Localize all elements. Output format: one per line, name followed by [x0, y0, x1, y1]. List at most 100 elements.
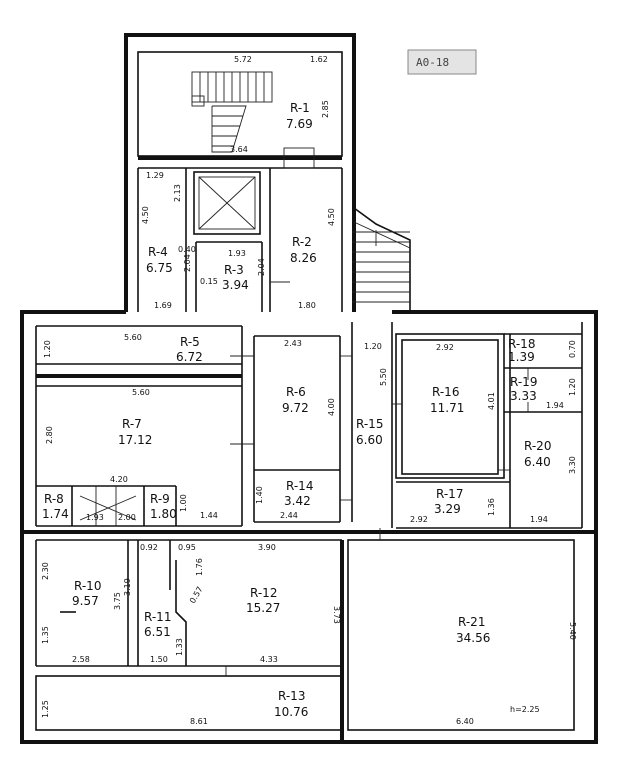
- dimension-label: 2.85: [321, 100, 330, 118]
- dimension-label: 0.15: [200, 277, 218, 286]
- upper-wing-walls: [137, 51, 343, 312]
- dimension-label: 1.20: [364, 342, 382, 351]
- room-r3-area: 3.94: [222, 278, 249, 292]
- dimension-label: 2.92: [436, 343, 454, 352]
- door-openings: [79, 230, 529, 676]
- dimension-label: 1.40: [255, 486, 264, 504]
- dimension-label: 4.33: [260, 655, 278, 664]
- dimension-label: 4.50: [327, 208, 336, 226]
- room-r7-id: R-7: [122, 417, 142, 431]
- dimension-label: 1.62: [310, 55, 328, 64]
- room-r11-id: R-11: [144, 610, 171, 624]
- room-r1-id: R-1: [290, 101, 310, 115]
- room-r6-area: 9.72: [282, 401, 309, 415]
- room-r20-id: R-20: [524, 439, 551, 453]
- room-r8-id: R-8: [44, 492, 64, 506]
- dimension-label: 2.43: [284, 339, 302, 348]
- room-r20-area: 6.40: [524, 455, 551, 469]
- dimension-label: 1.33: [175, 638, 184, 656]
- room-labels: R-1 7.69 R-2 8.26 R-3 3.94 R-4 6.75 R-5 …: [42, 101, 551, 719]
- room-r1-area: 7.69: [286, 117, 313, 131]
- dimension-label: 2.13: [173, 184, 182, 202]
- room-r21-id: R-21: [458, 615, 485, 629]
- dimension-label: 1.80: [298, 301, 316, 310]
- room-r17-area: 3.29: [434, 502, 461, 516]
- dimension-label: 2.58: [72, 655, 90, 664]
- dimension-label: 0.95: [178, 543, 196, 552]
- dimension-label: 5.72: [234, 55, 252, 64]
- archive-stamp-text: A0-18: [416, 56, 449, 69]
- dimension-label: 1.94: [546, 401, 564, 410]
- room-r15-area: 6.60: [356, 433, 383, 447]
- dimension-label: 1.69: [154, 301, 172, 310]
- room-r6-id: R-6: [286, 385, 306, 399]
- dimension-label: 2.44: [280, 511, 298, 520]
- dimension-label: 4.00: [327, 398, 336, 416]
- room-r5-area: 6.72: [176, 350, 203, 364]
- archive-stamp: A0-18: [407, 49, 477, 75]
- room-r17-id: R-17: [436, 487, 463, 501]
- dimension-label: 3.75: [113, 592, 122, 610]
- exterior-walls: [20, 33, 598, 744]
- room-r4-area: 6.75: [146, 261, 173, 275]
- dimension-label: 0.92: [140, 543, 158, 552]
- room-r9-id: R-9: [150, 492, 170, 506]
- dimension-label: 4.01: [487, 392, 496, 410]
- dimension-label: 2.92: [410, 515, 428, 524]
- dimension-label: 0.70: [568, 340, 577, 358]
- dimension-label: 2.00: [118, 513, 136, 522]
- elevator-shaft-icon: [193, 171, 261, 235]
- room-r16-id: R-16: [432, 385, 459, 399]
- dimension-label: 1.00: [179, 494, 188, 512]
- dimension-label: 5.40: [568, 622, 577, 640]
- dimension-label: 3.73: [332, 606, 341, 624]
- room-r8-area: 1.74: [42, 507, 69, 521]
- dimension-label: 5.60: [124, 333, 142, 342]
- dimension-label: 5.50: [379, 368, 388, 386]
- dimension-label: 2.04: [183, 254, 192, 272]
- room-r10-id: R-10: [74, 579, 101, 593]
- dimension-label: 3.90: [258, 543, 276, 552]
- room-r19-area: 3.33: [510, 389, 537, 403]
- room-r5-id: R-5: [180, 335, 200, 349]
- dimension-label: 6.40: [456, 717, 474, 726]
- room-r21-area: 34.56: [456, 631, 490, 645]
- dimension-label: 0.40: [178, 245, 196, 254]
- staircase-icon: [191, 71, 273, 153]
- room-r16-area: 11.71: [430, 401, 464, 415]
- dimension-label: 1.20: [43, 340, 52, 358]
- dimension-label: 3.30: [568, 456, 577, 474]
- dimension-label: 1.93: [228, 249, 246, 258]
- dimension-label: 2.04: [257, 258, 266, 276]
- dimension-label: 2.30: [41, 562, 50, 580]
- dimension-label: 1.44: [200, 511, 218, 520]
- dimension-label: 8.61: [190, 717, 208, 726]
- room-r11-area: 6.51: [144, 625, 171, 639]
- room-r14-area: 3.42: [284, 494, 311, 508]
- room-r13-id: R-13: [278, 689, 305, 703]
- dimension-label: 1.35: [41, 626, 50, 644]
- dimension-label: 4.20: [110, 475, 128, 484]
- dimension-label: 3.64: [230, 145, 248, 154]
- room-r18-area: 1.39: [508, 350, 535, 364]
- room-r7-area: 17.12: [118, 433, 152, 447]
- room-r2-area: 8.26: [290, 251, 317, 265]
- dimension-label: 3.19: [123, 578, 132, 596]
- dimension-label: 5.60: [132, 388, 150, 397]
- room-r3-id: R-3: [224, 263, 244, 277]
- room-r9-area: 1.80: [150, 507, 177, 521]
- room-r4-id: R-4: [148, 245, 168, 259]
- dimension-label: 1.36: [487, 498, 496, 516]
- ceiling-height-note: h=2.25: [510, 705, 540, 714]
- room-r12-id: R-12: [250, 586, 277, 600]
- dimension-label: 2.80: [45, 426, 54, 444]
- room-r19-id: R-19: [510, 375, 537, 389]
- dimension-label: 1.29: [146, 171, 164, 180]
- room-r15-id: R-15: [356, 417, 383, 431]
- room-r10-area: 9.57: [72, 594, 99, 608]
- dimension-label: 1.50: [150, 655, 168, 664]
- dimension-label: 1.25: [41, 700, 50, 718]
- dimension-label: 4.50: [141, 206, 150, 224]
- dimension-label: 1.93: [86, 513, 104, 522]
